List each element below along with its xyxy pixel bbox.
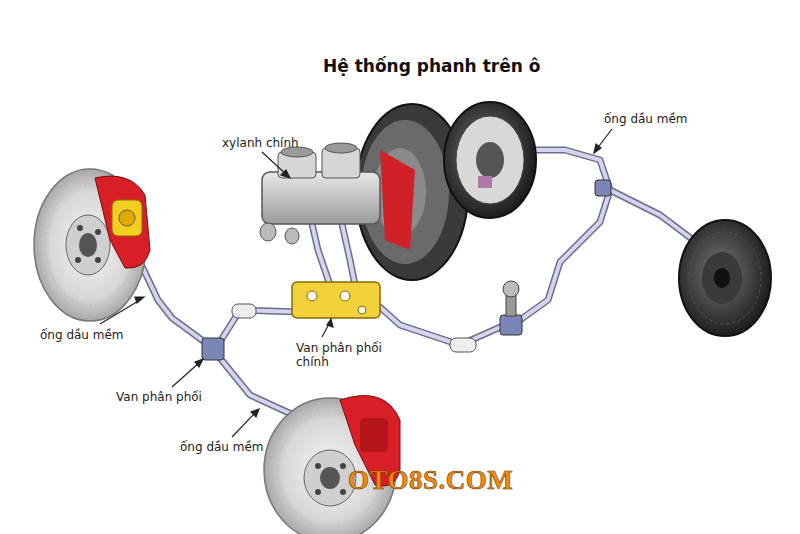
part-label: Van phân phối chính (296, 341, 406, 370)
part-label: ống dầu mềm (180, 440, 264, 454)
part-label: Van phân phối (116, 390, 202, 404)
part-label: ống dầu mềm (40, 328, 124, 342)
diagram-title: Hệ thống phanh trên ô (323, 56, 540, 76)
part-label: xylanh chính (222, 136, 299, 150)
part-label: ống dầu mềm (604, 112, 688, 126)
watermark: OTO8S.COM (348, 464, 513, 496)
